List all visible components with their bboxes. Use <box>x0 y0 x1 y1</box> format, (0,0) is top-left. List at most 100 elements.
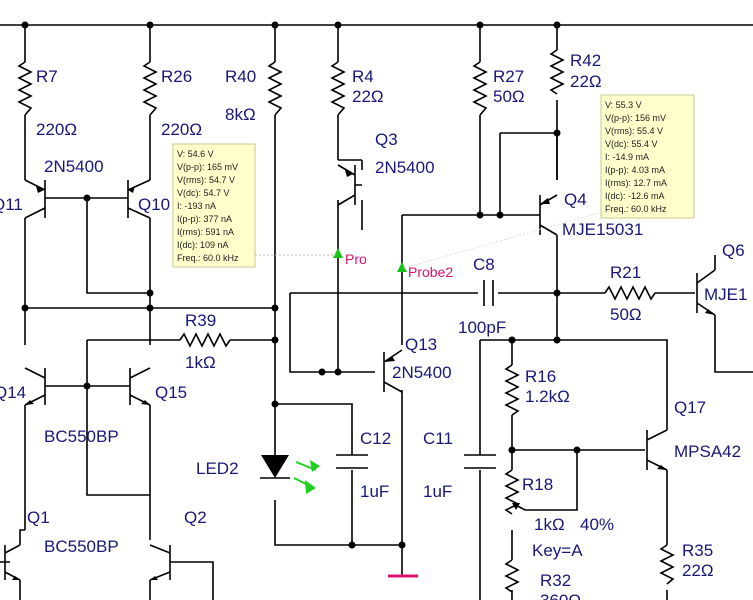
r27-name: R27 <box>493 67 524 86</box>
probe2-label: Probe2 <box>408 264 453 280</box>
r4-value: 22Ω <box>352 87 384 106</box>
q13-model: 2N5400 <box>392 363 452 382</box>
r39-name: R39 <box>185 311 216 330</box>
transistor-q17[interactable] <box>646 429 668 471</box>
q13-name: Q13 <box>405 335 437 354</box>
led2-name: LED2 <box>196 459 239 478</box>
probe1-readout-line: V(p-p): 165 mV <box>177 162 238 172</box>
r7-value: 220Ω <box>36 120 77 139</box>
r18-wiper-head <box>512 503 520 510</box>
q10-name: Q10 <box>138 195 170 214</box>
probe1-readout-line: Freq.: 60.0 kHz <box>177 253 239 263</box>
q2-name: Q2 <box>184 508 207 527</box>
q1-name: Q1 <box>27 508 50 527</box>
probe1-readout-line: V(dc): 54.7 V <box>177 188 230 198</box>
c8-name: C8 <box>473 255 495 274</box>
probe-arrow-icon <box>333 248 343 258</box>
probe2-readout-line: V: 55.3 V <box>605 100 642 110</box>
r18-value: 1kΩ <box>534 515 565 534</box>
q14-name: Q14 <box>0 383 26 402</box>
transistor-q15[interactable] <box>115 367 151 406</box>
c12-name: C12 <box>360 429 391 448</box>
resistor-r42-symbol[interactable] <box>549 49 565 95</box>
r32-value: 360Ω <box>540 591 581 600</box>
resistor-r40-symbol[interactable] <box>267 61 283 116</box>
c12-value: 1uF <box>360 482 389 501</box>
probe2-readout-line: I: -14.9 mA <box>605 152 649 162</box>
probe2-readout: V: 55.3 V V(p-p): 156 mV V(rms): 55.4 V … <box>600 94 695 219</box>
q1-model: BC550BP <box>44 537 119 556</box>
q3-name: Q3 <box>375 130 398 149</box>
q17-name: Q17 <box>674 398 706 417</box>
r4-name: R4 <box>352 67 374 86</box>
component-labels: R7 220Ω R26 220Ω R40 8kΩ R4 22Ω R27 50Ω … <box>0 51 747 600</box>
probe2-readout-line: I(p-p): 4.03 mA <box>605 165 665 175</box>
r16-value: 1.2kΩ <box>525 387 570 406</box>
r7-name: R7 <box>36 67 58 86</box>
capacitor-c12[interactable] <box>336 454 368 469</box>
transistor-q13[interactable] <box>383 349 403 393</box>
resistor-r35-symbol[interactable] <box>659 544 675 585</box>
r35-name: R35 <box>682 541 713 560</box>
probe2-readout-line: V(rms): 55.4 V <box>605 126 663 136</box>
transistors <box>4 164 716 581</box>
transistor-q4[interactable] <box>539 194 558 236</box>
probe2-readout-line: I(rms): 12.7 mA <box>605 178 667 188</box>
r18-percent: 40% <box>580 515 614 534</box>
r26-name: R26 <box>161 67 192 86</box>
r42-name: R42 <box>570 51 601 70</box>
probe1-readout-line: I: -193 nA <box>177 201 216 211</box>
probe1-readout-line: I(p-p): 377 nA <box>177 214 232 224</box>
transistor-q6[interactable] <box>696 269 716 316</box>
resistor-r39-symbol[interactable] <box>179 332 231 348</box>
transistor-q10[interactable] <box>110 179 151 219</box>
probe1-readout-line: I(rms): 591 nA <box>177 227 234 237</box>
transistor-q14[interactable] <box>24 367 46 406</box>
capacitor-c8[interactable] <box>483 280 494 306</box>
q3-model: 2N5400 <box>375 158 435 177</box>
resistors <box>17 49 675 593</box>
r35-value: 22Ω <box>682 561 714 580</box>
resistor-r27-symbol[interactable] <box>472 61 488 116</box>
resistor-r16-symbol[interactable] <box>504 364 520 416</box>
probe1-label: Pro <box>345 251 367 267</box>
c11-name: C11 <box>423 429 453 448</box>
q14-model: BC550BP <box>44 427 119 446</box>
r39-value: 1kΩ <box>185 353 216 372</box>
resistor-r7-symbol[interactable] <box>17 61 33 116</box>
c11-value: 1uF <box>423 482 452 501</box>
r18-key: Key=A <box>532 541 583 560</box>
q17-model: MPSA42 <box>674 442 741 461</box>
junction-dots <box>21 21 581 549</box>
probe2-readout-line: V(dc): 55.4 V <box>605 139 658 149</box>
probe1-readout-line: V(rms): 54.7 V <box>177 175 235 185</box>
q4-name: Q4 <box>564 190 587 209</box>
transistor-q2[interactable] <box>149 544 171 581</box>
capacitors <box>336 280 496 469</box>
r32-name: R32 <box>540 571 571 590</box>
resistor-r32-symbol[interactable] <box>504 559 520 593</box>
q4-model: MJE15031 <box>562 220 643 239</box>
led2-symbol[interactable] <box>260 455 320 494</box>
resistor-r26-symbol[interactable] <box>142 61 158 116</box>
transistor-q3[interactable] <box>337 164 362 206</box>
transistor-q11[interactable] <box>24 179 46 219</box>
r16-name: R16 <box>525 367 556 386</box>
probe2-readout-line: Freq.: 60.0 kHz <box>605 204 667 214</box>
led-arrow-icon <box>310 460 320 472</box>
q15-name: Q15 <box>155 383 187 402</box>
q11-name: Q11 <box>0 195 23 214</box>
resistor-r18-symbol[interactable] <box>504 469 520 515</box>
r40-name: R40 <box>225 67 256 86</box>
transistor-q1[interactable] <box>4 529 25 581</box>
r27-value: 50Ω <box>493 87 525 106</box>
resistor-r21-symbol[interactable] <box>604 285 656 301</box>
wires <box>0 24 753 600</box>
c8-value: 100pF <box>458 318 506 337</box>
capacitor-c11[interactable] <box>464 454 496 469</box>
probe2-marker[interactable]: Probe2 <box>397 262 453 280</box>
resistor-r4-symbol[interactable] <box>330 61 346 116</box>
probe1-readout-line: V: 54.6 V <box>177 149 214 159</box>
probe1-readout: V: 54.6 V V(p-p): 165 mV V(rms): 54.7 V … <box>172 143 256 268</box>
